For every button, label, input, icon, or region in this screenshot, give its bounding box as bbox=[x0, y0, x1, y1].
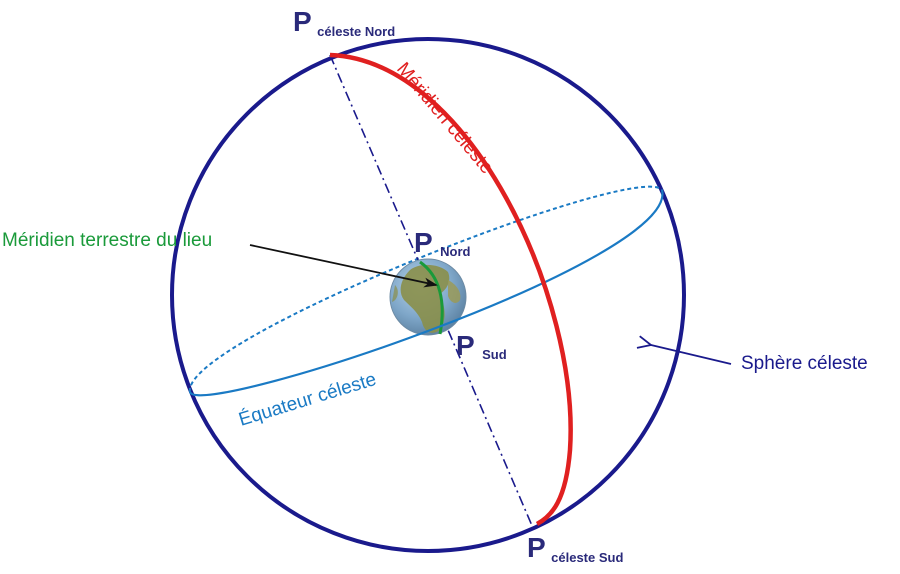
terrestrial-meridian-label: Méridien terrestre du lieu bbox=[2, 230, 212, 251]
celestial-sphere-circle bbox=[170, 37, 686, 553]
celestial-south-pole-label: P céleste Sud bbox=[527, 532, 623, 565]
celestial-meridian-arc bbox=[329, 52, 573, 526]
celestial-equator-label: Équateur céleste bbox=[236, 369, 379, 431]
south-pole-label: P Sud bbox=[456, 330, 507, 362]
celestial-meridian-label: Méridien céleste bbox=[392, 59, 497, 178]
celestial-sphere-label: Sphère céleste bbox=[741, 353, 868, 374]
terrestrial-meridian-line bbox=[419, 260, 444, 335]
terrestrial-meridian-arrow bbox=[249, 244, 438, 288]
rotation-axis bbox=[329, 54, 534, 529]
celestial-sphere-arrow bbox=[651, 345, 732, 365]
celestial-equator-back bbox=[188, 185, 663, 393]
north-pole-label: P Nord bbox=[414, 227, 471, 259]
celestial-equator-front bbox=[188, 189, 664, 397]
celestial-north-pole-label: P céleste Nord bbox=[293, 6, 395, 39]
